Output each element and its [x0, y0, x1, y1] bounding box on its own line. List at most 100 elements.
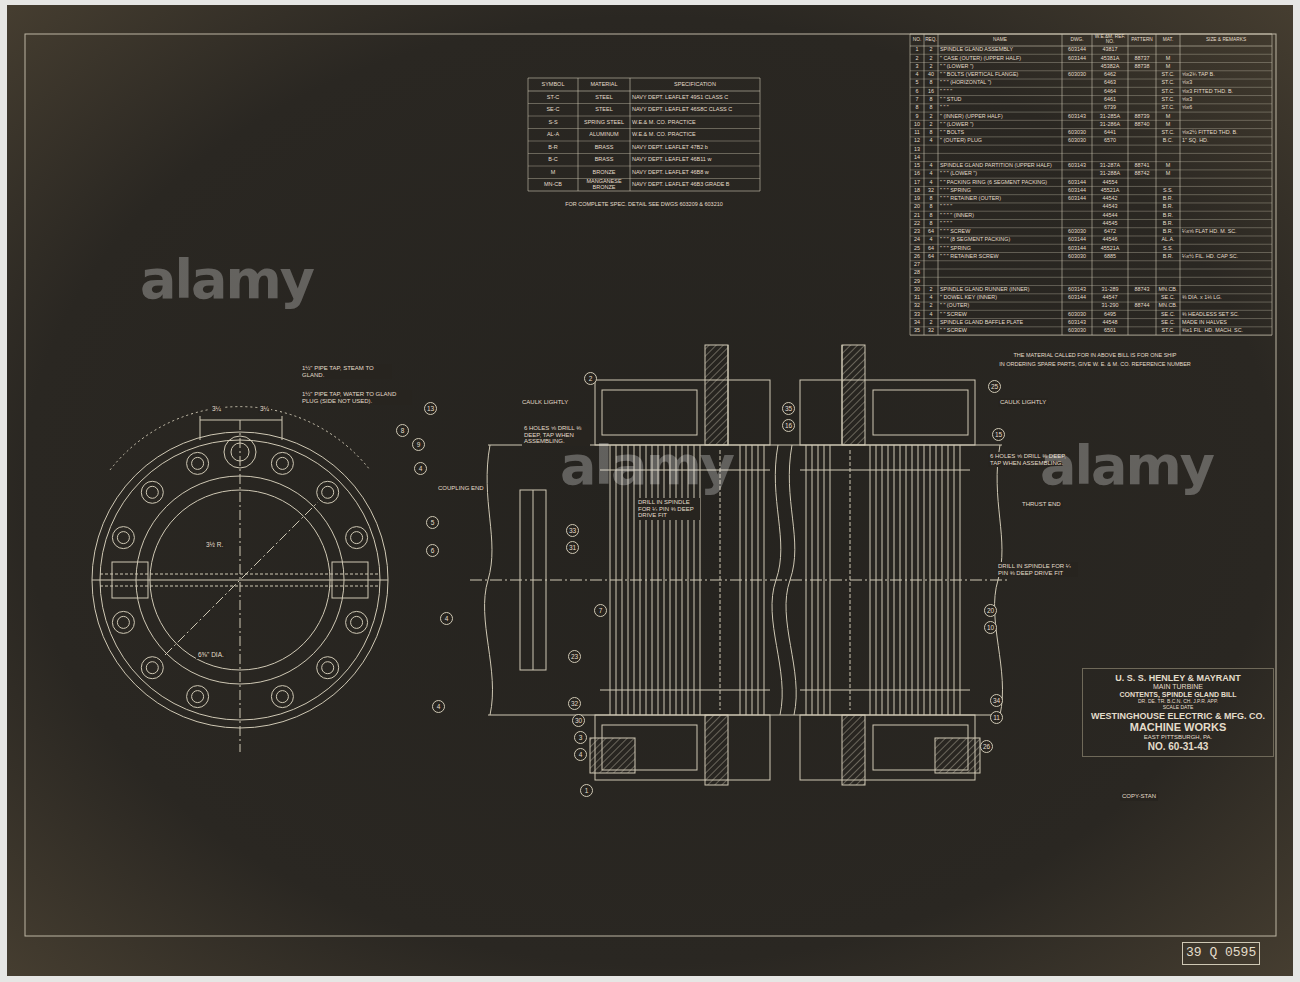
table-cell: " " " ": [938, 87, 1062, 95]
drawing-circle: [141, 657, 163, 679]
table-cell: 2: [924, 286, 938, 294]
table-cell: 8: [924, 96, 938, 104]
table-cell: MANGANESE BRONZE: [578, 179, 630, 192]
table-cell: 26: [910, 253, 924, 261]
table-cell: W.E.& M. CO. PRACTICE: [630, 129, 760, 142]
table-cell: " CASE (OUTER) (UPPER HALF): [938, 54, 1062, 62]
table-cell: 603143: [1062, 319, 1092, 327]
table-cell: 603144: [1062, 178, 1092, 186]
table-rule: [910, 293, 1272, 294]
table-cell: " " STUD: [938, 96, 1062, 104]
drawing-line: [842, 345, 843, 445]
table-rule: [910, 178, 1272, 179]
callout-number: 7: [594, 604, 607, 617]
table-cell: 31-286A: [1092, 120, 1128, 128]
table-cell: " " " (HORIZONTAL "): [938, 79, 1062, 87]
table-cell: 603144: [1062, 294, 1092, 302]
table-cell: 6: [910, 87, 924, 95]
table-rule: [910, 318, 1272, 319]
callout-number: 8: [396, 424, 409, 437]
table-cell: 64: [924, 228, 938, 236]
table-rule: [924, 34, 925, 335]
table-cell: " " (OUTER): [938, 302, 1062, 310]
table-cell: 2: [924, 46, 938, 54]
table-cell: ⅜ HEADLESS SET SC.: [1180, 310, 1272, 318]
table-cell: MN.CB.: [1156, 302, 1180, 310]
table-cell: 11: [910, 129, 924, 137]
table-cell: 8: [924, 129, 938, 137]
table-cell: 6441: [1092, 129, 1128, 137]
table-cell: 4: [924, 170, 938, 178]
table-header: SIZE & REMARKS: [1180, 34, 1272, 46]
drawing-rect: [873, 390, 968, 435]
callout-number: 31: [566, 541, 579, 554]
table-rule: [910, 244, 1272, 245]
drawing-line: [800, 470, 970, 471]
table-cell: 88744: [1128, 302, 1156, 310]
callout-number: 4: [414, 462, 427, 475]
drawing-path: [806, 445, 830, 715]
table-cell: 2: [924, 319, 938, 327]
table-cell: ⅝x2½ FITTED THD. B.: [1180, 129, 1272, 137]
table-rule: [910, 62, 1272, 63]
callout-number: 3: [574, 731, 587, 744]
drawing-note: COPY-STAN: [1120, 792, 1158, 801]
table-cell: 603030: [1062, 253, 1092, 261]
table-rule: [528, 78, 760, 79]
table-rule: [938, 34, 939, 335]
table-cell: 88739: [1128, 112, 1156, 120]
table-cell: AL.A.: [1156, 236, 1180, 244]
table-cell: 88743: [1128, 286, 1156, 294]
table-rule: [1062, 34, 1063, 335]
table-cell: B.R.: [1156, 203, 1180, 211]
callout-number: 4: [574, 748, 587, 761]
table-cell: 6461: [1092, 96, 1128, 104]
table-cell: B.C.: [1156, 137, 1180, 145]
table-cell: 45521A: [1092, 244, 1128, 252]
table-cell: ST.C.: [1156, 104, 1180, 112]
table-rule: [910, 310, 1272, 311]
drawing-note: DRILL IN SPINDLE FOR ¼ PIN ⅜ DEEP DRIVE …: [636, 498, 700, 520]
callout-number: 25: [988, 380, 1001, 393]
table-cell: " " (LOWER "): [938, 63, 1062, 71]
drawing-rect: [332, 562, 368, 598]
table-cell: " (INNER) (UPPER HALF): [938, 112, 1062, 120]
table-cell: 21: [910, 211, 924, 219]
drawing-note: THRUST END: [1020, 500, 1063, 509]
table-cell: " " ": [938, 104, 1062, 112]
callout-number: 15: [992, 428, 1005, 441]
table-cell: 2: [924, 112, 938, 120]
table-cell: " " BOLTS: [938, 129, 1062, 137]
table-cell: 45381A: [1092, 54, 1128, 62]
table-cell: 603143: [1062, 162, 1092, 170]
table-cell: 43817: [1092, 46, 1128, 54]
table-cell: 25: [910, 244, 924, 252]
table-cell: 28: [910, 269, 924, 277]
callout-number: 1: [580, 784, 593, 797]
table-rule: [1092, 34, 1093, 335]
table-cell: NAVY DEPT. LEAFLET 49S1 CLASS C: [630, 91, 760, 104]
drawing-note: DRILL IN SPINDLE FOR ¼ PIN ⅜ DEEP DRIVE …: [996, 562, 1078, 577]
drawing-rect: [520, 490, 546, 670]
table-cell: " " " (LOWER "): [938, 170, 1062, 178]
drawing-circle: [231, 443, 249, 461]
table-cell: M: [1156, 63, 1180, 71]
table-rule: [528, 178, 760, 179]
callout-number: 4: [432, 700, 445, 713]
table-cell: B.R.: [1156, 195, 1180, 203]
drawing-g: [92, 345, 1010, 785]
table-cell: STEEL: [578, 104, 630, 117]
table-cell: 603030: [1062, 71, 1092, 79]
table-rule: [528, 103, 760, 104]
watermark: alamy: [140, 250, 313, 309]
table-cell: SE.C.: [1156, 294, 1180, 302]
table-rule: [528, 191, 760, 192]
table-cell: 31-288A: [1092, 170, 1128, 178]
drawing-rect: [590, 738, 635, 773]
table-cell: 15: [910, 162, 924, 170]
drawing-note: COUPLING END: [436, 484, 486, 493]
table-cell: ST.C.: [1156, 87, 1180, 95]
table-rule: [910, 235, 1272, 236]
drawing-line: [282, 416, 283, 440]
